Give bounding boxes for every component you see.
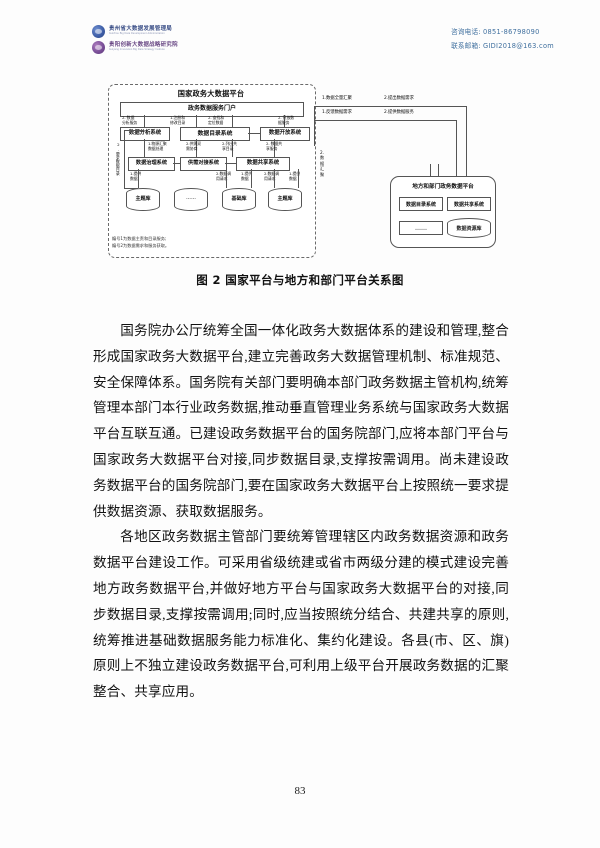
contact-email-label: 联系邮箱:	[451, 42, 481, 50]
logo-text-primary: 贵州省大数据发展管理局 Guizhou Big Data Development…	[109, 26, 173, 36]
logo-text-secondary: 贵阳创新大数据战略研究院 Guiyang Innovation Big Data…	[109, 42, 178, 52]
flow-label-locate-data: 2. 查找和定位数据	[208, 115, 225, 125]
connector	[274, 169, 275, 188]
paragraph-1: 国务院办公厅统筹全国一体化政务大数据体系的建设和管理,整合形成国家政务大数据平台…	[93, 323, 509, 519]
local-catalog-system-box: 数据目录系统	[399, 197, 443, 211]
connector	[225, 163, 236, 164]
local-data-resource-store: 数据资源库	[447, 218, 491, 238]
figure-note: 编号1为数据主责和目录服务; 编号2为数据需求和服务获取。	[112, 236, 169, 249]
connector	[144, 139, 145, 157]
flow-label-data-request-1: 2.数据调用请求	[216, 171, 231, 181]
figure-note-line2: 编号2为数据需求和服务获取。	[112, 242, 170, 248]
connector	[248, 133, 260, 134]
connector	[226, 169, 227, 188]
connector	[232, 139, 233, 157]
connector	[466, 106, 467, 176]
flow-label-analysis-service: 2. 数据分析服务	[122, 115, 138, 125]
globe-logo-icon	[92, 25, 105, 38]
connector	[138, 169, 139, 188]
store-label: ……	[186, 195, 196, 201]
connector	[144, 115, 145, 127]
connector	[173, 163, 180, 164]
exchange-label-raise-demand: 2.提出数据需求	[384, 96, 414, 101]
contact-email-value: GIDI2018@163.com	[482, 42, 554, 50]
service-portal-box: 政务数据服务门户	[120, 102, 304, 117]
contact-email: 联系邮箱: GIDI2018@163.com	[451, 40, 554, 50]
exchange-label-provide-service: 2.提供数据服务	[384, 110, 414, 115]
connector	[438, 164, 439, 176]
store-basic-db: 基础库	[222, 188, 256, 211]
organization-logos: 贵州省大数据发展管理局 Guizhou Big Data Development…	[92, 25, 178, 54]
data-open-system-box: 数据开放系统	[260, 127, 310, 141]
local-platform-title: 地方和部门政务数据平台	[412, 184, 474, 190]
connector	[298, 169, 299, 188]
store-label: 主题库	[135, 196, 151, 202]
page-header: 贵州省大数据发展管理局 Guizhou Big Data Development…	[0, 0, 600, 62]
connector	[196, 115, 197, 127]
store-unnamed: ……	[174, 188, 208, 211]
connector	[284, 115, 285, 127]
logo-row-primary: 贵州省大数据发展管理局 Guizhou Big Data Development…	[92, 25, 178, 38]
flow-label-provide-data-1: 1.提供数据	[130, 171, 142, 181]
local-other-box: ……	[399, 221, 443, 235]
flow-label-provide-data-2: 1.提供数据	[241, 171, 253, 181]
contact-phone: 咨询电话: 0851-86798090	[451, 26, 540, 36]
connector	[251, 169, 252, 188]
document-body: 国务院办公厅统筹全国一体化政务大数据体系的建设和管理,整合形成国家政务大数据平台…	[93, 318, 509, 705]
architecture-diagram: 国家政务大数据平台 政务数据服务门户 2. 数据分析服务 1.注册和修改目录 2…	[108, 84, 506, 264]
connector	[314, 120, 456, 121]
store-theme-db-2: 主题库	[268, 188, 302, 211]
flow-label-register-catalog: 1.注册和修改目录	[170, 115, 186, 125]
exchange-label-full-aggregation: 1.数据全量汇聚	[322, 96, 352, 101]
flow-label-request-catalog: 2.要求数据目录	[115, 142, 121, 176]
flow-label-data-request-2: 2.数据调用请求	[264, 171, 279, 181]
org2-name-cn: 贵阳创新大数据战略研究院	[109, 42, 178, 49]
contact-info: 咨询电话: 0851-86798090 联系邮箱: GIDI2018@163.c…	[451, 26, 554, 50]
data-sharing-system-box: 数据共享系统	[236, 157, 290, 171]
store-label: 主题库	[277, 196, 293, 202]
flow-label-open-service: 2. 开放数据服务	[278, 115, 295, 125]
national-platform-title: 国家政务大数据平台	[177, 89, 245, 98]
contact-phone-label: 咨询电话:	[451, 28, 481, 36]
logo-row-secondary: 贵阳创新大数据战略研究院 Guiyang Innovation Big Data…	[92, 41, 178, 54]
institute-logo-icon	[92, 41, 105, 54]
contact-phone-value: 0851-86798090	[482, 28, 540, 36]
local-platform-container: 地方和部门政务数据平台 数据目录系统 数据共享系统 …… 数据资源库	[390, 176, 496, 248]
connector	[124, 130, 144, 131]
flow-label-share-service: 2. 数据共享服务	[266, 141, 283, 151]
figure-caption: 图 2 国家平台与地方和部门平台关系图	[196, 273, 404, 287]
local-sharing-system-box: 数据共享系统	[447, 197, 491, 211]
connector	[314, 106, 466, 107]
org1-name-cn: 贵州省大数据发展管理局	[109, 26, 173, 33]
store-theme-db-1: 主题库	[126, 188, 160, 211]
data-catalog-system-box: 数据目录系统	[180, 127, 250, 141]
org2-name-en: Guiyang Innovation Big Data Strategy Ins…	[109, 48, 165, 52]
connector	[430, 164, 431, 176]
connector	[124, 130, 125, 188]
figure-note-line1: 编号1为数据主责和目录服务;	[112, 236, 167, 241]
page-number: 83	[294, 785, 306, 797]
exchange-label-feedback-demand: 1.反馈数据需求	[322, 110, 352, 115]
flow-label-aggregate-process: 1.物源汇聚数据处理	[148, 141, 167, 151]
supply-demand-system-box: 供需对接系统	[180, 157, 227, 171]
org1-name-en: Guizhou Big Data Development Administrat…	[109, 32, 165, 36]
flow-label-supply-demand: 2.供需双需协商	[186, 141, 201, 151]
connector	[232, 115, 233, 127]
data-governance-system-box: 数据治理系统	[128, 157, 175, 171]
flow-label-share-catalog: 2.列出共享目录	[222, 141, 237, 151]
store-label: 基础库	[231, 196, 247, 202]
connector	[456, 120, 457, 176]
paragraph-2: 各地区政务数据主管部门要统筹管理辖区内政务数据资源和政务数据平台建设工作。可采用…	[93, 529, 509, 700]
connector	[314, 106, 315, 146]
connector	[274, 139, 275, 157]
connector	[196, 139, 197, 157]
flow-label-data-aggregation: 2.数据汇聚	[320, 150, 325, 177]
flow-label-provide-data-3: 1.提供数据	[289, 171, 301, 181]
